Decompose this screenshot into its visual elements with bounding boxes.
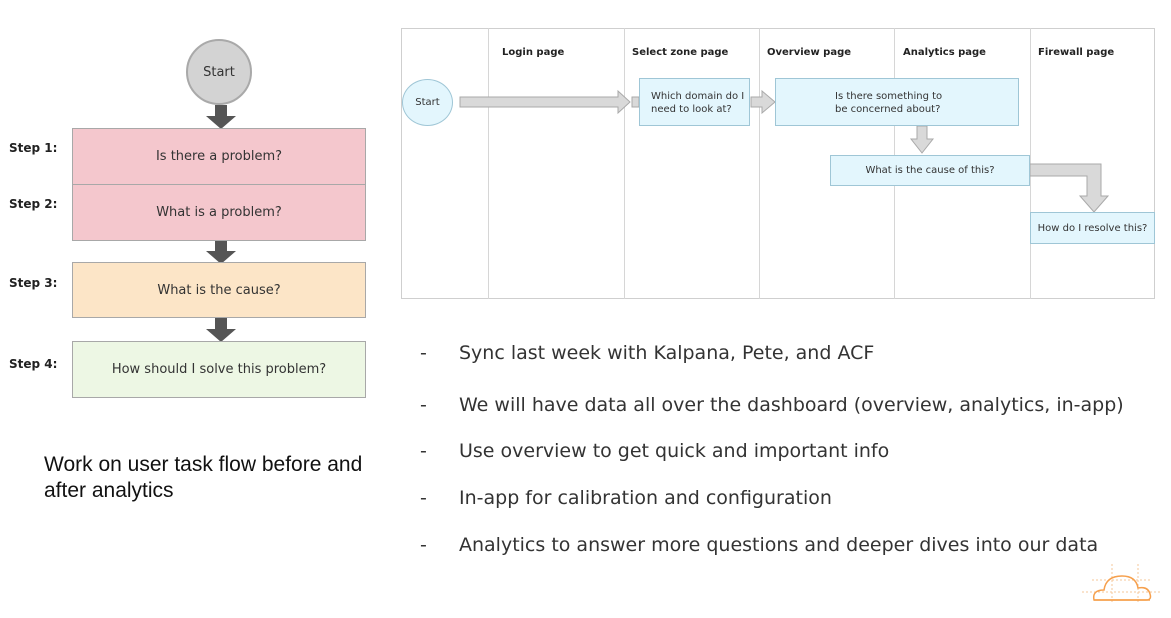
step-4-box: How should I solve this problem?	[72, 341, 366, 398]
step-4-text: How should I solve this problem?	[111, 362, 327, 377]
swimlane-arrows	[459, 89, 1110, 213]
flow-arrow-1-shaft	[215, 105, 227, 117]
flow-arrow-2-shaft	[215, 240, 227, 252]
lane-header-analytics: Analytics page	[903, 47, 986, 58]
bullet-text: Sync last week with Kalpana, Pete, and A…	[459, 342, 875, 364]
flow-arrow-3-shaft	[215, 317, 227, 331]
lane-box-concerned: Is there something to be concerned about…	[775, 78, 1019, 126]
flow-arrows	[206, 105, 236, 342]
lane-header-select-zone: Select zone page	[632, 47, 729, 58]
lane-start-label: Start	[415, 97, 440, 108]
bullet-text: Use overview to get quick and important …	[459, 440, 890, 462]
lane-header-firewall: Firewall page	[1038, 47, 1115, 58]
lane-box-resolve: How do I resolve this?	[1030, 212, 1155, 244]
flow-arrow-3-head	[206, 329, 236, 342]
bullet-marker: -	[420, 534, 427, 556]
bullet-marker: -	[420, 342, 427, 364]
lane-arrow-3	[909, 125, 935, 154]
lane-box-resolve-text: How do I resolve this?	[1037, 222, 1148, 234]
lane-box-concerned-text: Is there something to be concerned about…	[835, 91, 943, 115]
lane-arrow-4	[1029, 163, 1110, 213]
lane-header-overview: Overview page	[767, 47, 852, 58]
step-3-label: Step 3:	[9, 276, 58, 290]
flow-caption: Work on user task flow before and after …	[44, 453, 363, 502]
lane-box-which-domain-text: Which domain do I need to look at?	[651, 91, 745, 115]
lane-header-login: Login page	[502, 47, 565, 58]
lane-box-which-domain: Which domain do I need to look at?	[639, 78, 750, 126]
step-2-label: Step 2:	[9, 197, 58, 211]
flow-arrow-1-head	[206, 116, 236, 129]
step-4-label: Step 4:	[9, 357, 58, 371]
step-1-box: Is there a problem?	[72, 128, 366, 185]
bullet-marker: -	[420, 440, 427, 462]
lane-arrow-1	[459, 89, 631, 115]
bullet-text: In-app for calibration and configuration	[459, 487, 832, 509]
lane-box-cause: What is the cause of this?	[830, 155, 1030, 186]
lane-box-cause-text: What is the cause of this?	[865, 165, 995, 176]
lane-divider-2	[624, 28, 625, 299]
lane-start-node: Start	[402, 79, 453, 126]
step-2-text: What is a problem?	[156, 205, 282, 220]
step-2-box: What is a problem?	[72, 184, 366, 241]
flow-start-label: Start	[203, 64, 235, 80]
lane-divider-3	[759, 28, 760, 299]
step-1-label: Step 1:	[9, 141, 58, 155]
flow-start-node: Start	[186, 39, 252, 105]
step-3-box: What is the cause?	[72, 262, 366, 318]
bullet-marker: -	[420, 487, 427, 509]
bullet-marker: -	[420, 394, 427, 416]
bullet-text: Analytics to answer more questions and d…	[459, 534, 1099, 556]
cloud-logo-icon	[1082, 564, 1160, 604]
bullet-text: We will have data all over the dashboard…	[459, 394, 1124, 416]
lane-divider-1	[488, 28, 489, 299]
lane-arrow-2	[750, 89, 776, 115]
step-1-text: Is there a problem?	[155, 149, 283, 164]
flow-arrow-2-head	[206, 251, 236, 264]
lane-arrow-1-stub	[631, 96, 640, 108]
step-3-text: What is the cause?	[157, 282, 281, 298]
